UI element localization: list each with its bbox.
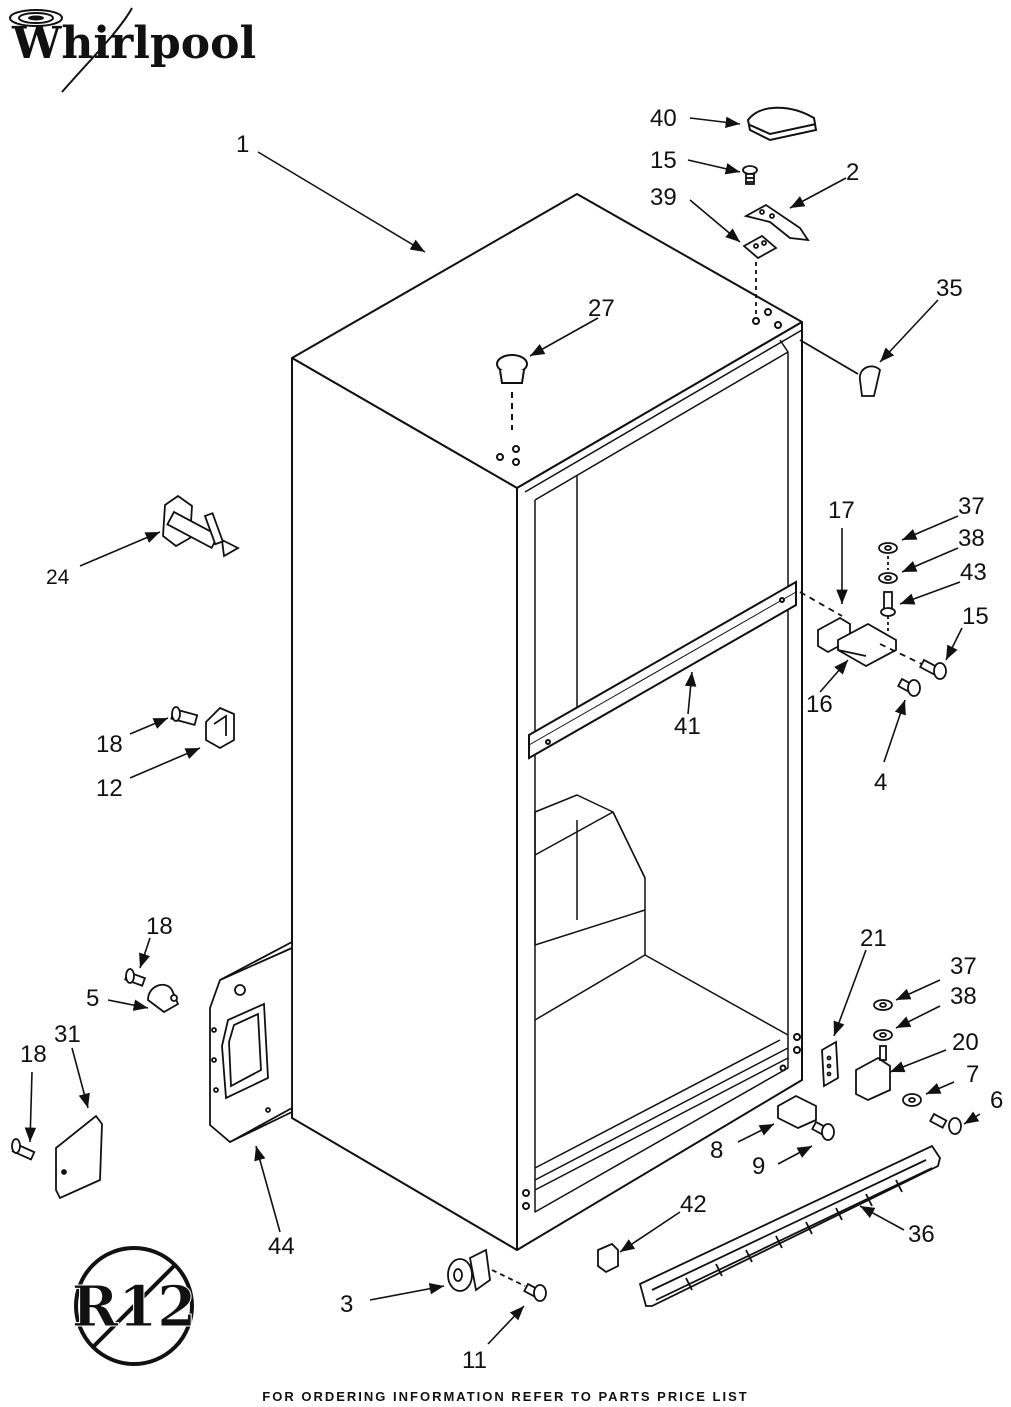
callout-5: 5	[86, 985, 99, 1012]
part-37-38-43-washers-pin	[878, 542, 898, 632]
callout-15: 15	[650, 147, 677, 174]
callout-39: 39	[650, 184, 677, 211]
whirlpool-logo: Whirlpool	[9, 7, 256, 93]
callout-36: 36	[908, 1221, 935, 1248]
part-35-cover	[799, 339, 881, 397]
callout-38: 38	[958, 525, 985, 552]
callout-43: 43	[960, 559, 987, 586]
callout-7: 7	[966, 1061, 979, 1088]
callout-37: 37	[950, 953, 977, 980]
callout-21: 21	[860, 925, 887, 952]
part-42-clip	[597, 1242, 619, 1274]
part-2-top-hinge	[743, 203, 810, 242]
callout-8: 8	[710, 1137, 723, 1164]
callout-31: 31	[54, 1021, 81, 1048]
part-27-plug	[496, 354, 528, 430]
callout-2: 2	[846, 159, 859, 186]
part-20-21-bottom-hinge	[821, 999, 962, 1135]
r12-badge-text: R12	[72, 1274, 196, 1340]
callout-6: 6	[990, 1087, 1003, 1114]
callout-18: 18	[96, 731, 123, 758]
callout-16: 16	[806, 691, 833, 718]
r12-badge: R12	[71, 1246, 197, 1366]
part-39-shim	[742, 234, 778, 316]
part-15-4-screws	[897, 658, 947, 697]
callout-20: 20	[952, 1029, 979, 1056]
callout-12: 12	[96, 775, 123, 802]
part-16-17-center-hinge	[799, 591, 931, 669]
callout-4: 4	[874, 769, 887, 796]
cabinet-1	[291, 193, 803, 1251]
ordering-info-footer: FOR ORDERING INFORMATION REFER TO PARTS …	[262, 1389, 749, 1404]
callout-labels: 1 40 15 2 39 35 27 24 17 37 38 43 15 16 …	[20, 105, 1003, 1374]
part-15-screw-top	[742, 165, 758, 185]
callout-35: 35	[936, 275, 963, 302]
callout-3: 3	[340, 1291, 353, 1318]
callout-41: 41	[674, 713, 701, 740]
callout-40: 40	[650, 105, 677, 132]
part-41-crossbar	[528, 580, 797, 760]
callout-9: 9	[752, 1153, 765, 1180]
callout-17: 17	[828, 497, 855, 524]
part-40-cap	[746, 106, 818, 142]
callout-44: 44	[268, 1233, 295, 1260]
callout-18: 18	[146, 913, 173, 940]
logo-wordmark: Whirlpool	[11, 18, 256, 69]
callout-24: 24	[46, 566, 70, 589]
callout-15: 15	[962, 603, 989, 630]
leader-lines	[24, 116, 981, 1345]
part-12-clip	[170, 706, 235, 750]
part-31-cover	[11, 1114, 103, 1200]
callout-37: 37	[958, 493, 985, 520]
part-3-roller	[447, 1248, 547, 1302]
callout-11: 11	[462, 1347, 487, 1374]
part-24-pin	[162, 494, 240, 558]
part-5-clamp	[124, 968, 180, 1014]
callout-27: 27	[588, 295, 615, 322]
callout-18: 18	[20, 1041, 47, 1068]
callout-1: 1	[236, 131, 249, 158]
callout-38: 38	[950, 983, 977, 1010]
part-44-side-bracket	[209, 940, 293, 1144]
callout-42: 42	[680, 1191, 707, 1218]
part-36-grille	[638, 1144, 941, 1307]
part-8-9-bracket-screw	[777, 1094, 835, 1141]
